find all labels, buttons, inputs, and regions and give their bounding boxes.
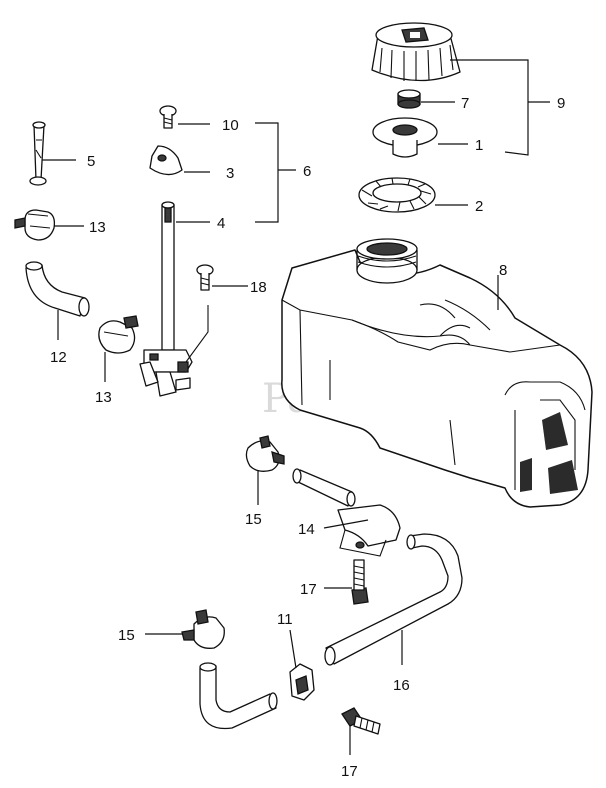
part-tank-filler-neck — [356, 238, 418, 284]
callout-14: 14 — [298, 521, 315, 538]
callout-7: 7 — [461, 95, 469, 112]
part-hose-elbow-lower[interactable] — [199, 662, 278, 730]
callout-15-upper: 15 — [245, 511, 262, 528]
callout-17-lower: 17 — [341, 763, 358, 780]
part-fuel-tank[interactable] — [281, 249, 593, 508]
callout-8: 8 — [499, 262, 507, 279]
part-screw-10[interactable] — [159, 105, 177, 129]
part-pin[interactable] — [29, 121, 47, 186]
callout-9: 9 — [557, 95, 565, 112]
part-valve-knob[interactable] — [149, 145, 183, 176]
callout-17-upper: 17 — [300, 581, 317, 598]
part-cap-seat[interactable] — [372, 117, 438, 158]
part-clip-11[interactable] — [289, 663, 315, 701]
part-bracket-14[interactable] — [337, 504, 401, 557]
part-clamp-13-upper[interactable] — [14, 209, 56, 241]
callout-4: 4 — [217, 215, 225, 232]
callout-5: 5 — [87, 153, 95, 170]
callout-18: 18 — [250, 279, 267, 296]
callout-11: 11 — [277, 611, 293, 628]
part-fuel-valve-body[interactable] — [139, 305, 209, 397]
part-clamp-15-upper[interactable] — [245, 435, 285, 472]
part-screw-17-upper[interactable] — [351, 559, 369, 605]
callout-3: 3 — [226, 165, 234, 182]
part-clamp-15-lower[interactable] — [181, 609, 225, 649]
callout-15-lower: 15 — [118, 627, 135, 644]
callout-10: 10 — [222, 117, 239, 134]
callout-13-lower: 13 — [95, 389, 112, 406]
part-cap-gasket[interactable] — [397, 89, 421, 109]
callout-6: 6 — [303, 163, 311, 180]
part-screw-18[interactable] — [196, 264, 214, 291]
callout-16: 16 — [393, 677, 410, 694]
callout-13-upper: 13 — [89, 219, 106, 236]
callout-labels: 1 2 3 4 5 6 7 8 9 10 11 12 13 13 14 15 1… — [50, 95, 565, 780]
callout-2: 2 — [475, 198, 483, 215]
part-clamp-13-lower[interactable] — [98, 315, 139, 354]
callout-1: 1 — [475, 137, 483, 154]
part-valve-shaft[interactable] — [161, 201, 175, 351]
part-fuel-cap[interactable] — [371, 22, 461, 82]
part-locking-ring[interactable] — [358, 177, 436, 213]
part-hose-16[interactable] — [324, 533, 463, 666]
leader-lines — [42, 59, 550, 755]
callout-12: 12 — [50, 349, 67, 366]
part-hose-short[interactable] — [292, 468, 356, 507]
part-screw-17-lower[interactable] — [341, 707, 381, 735]
part-hose-12[interactable] — [25, 261, 90, 317]
